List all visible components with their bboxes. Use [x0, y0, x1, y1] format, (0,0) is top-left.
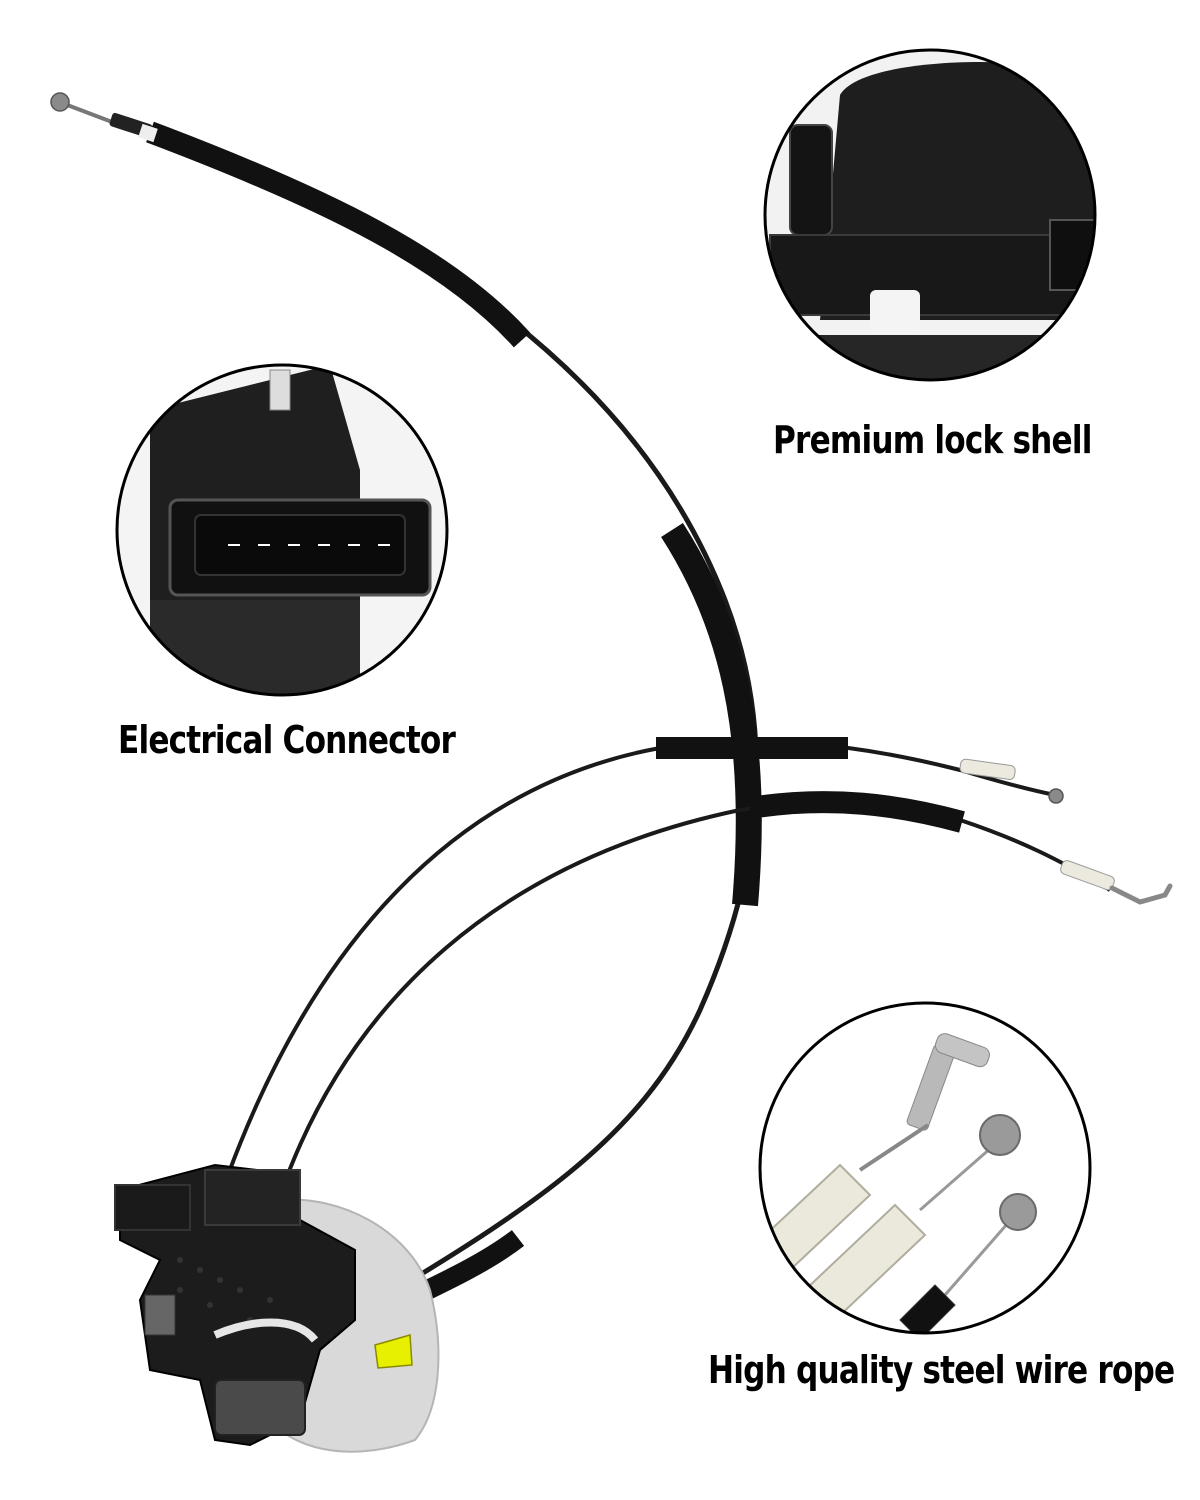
lock-shell-detail: [763, 48, 1097, 382]
caption-lock-shell: Premium lock shell: [773, 418, 1092, 462]
electrical-connector-detail: [115, 363, 449, 697]
door-latch-actuator: [114, 1163, 440, 1453]
caption-steel-wire: High quality steel wire rope: [708, 1348, 1175, 1392]
caption-electrical-connector: Electrical Connector: [118, 718, 456, 762]
long-cable: [50, 92, 762, 1344]
upper-cable: [226, 737, 1064, 1176]
lower-cable: [280, 791, 1173, 1191]
cable-ends-detail: [758, 1001, 1092, 1335]
